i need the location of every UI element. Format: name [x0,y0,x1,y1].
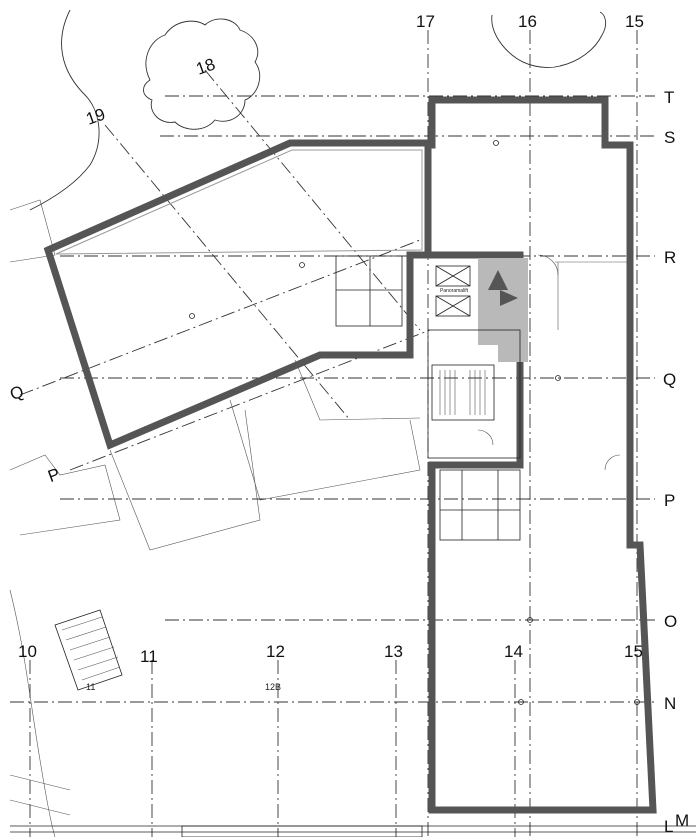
grid-label-S: S [664,128,675,147]
curved-path-left [29,9,100,211]
grid-label-N: N [664,694,676,713]
grid-label-19: 19 [84,104,108,128]
landscape [9,9,607,837]
door-swing-1 [537,254,559,276]
grid-label-18: 18 [194,54,218,78]
west-wing-wall [43,139,432,450]
grid-label-12: 12 [266,642,285,661]
elevator-2 [435,295,471,317]
core-shade [478,258,528,362]
grid-label-Q-diagonal: Q [7,382,26,404]
elevator-label: Panoramalift [440,288,469,294]
tree-canopy-18 [143,18,261,130]
grid-label-M: M [675,811,689,830]
elevator-1 [435,265,471,287]
site-edge-left [9,199,56,263]
grid-label-16: 16 [518,12,537,31]
stairwell [431,364,495,421]
grid-label-14: 14 [504,642,523,661]
core-rooms: Panoramalift [335,254,630,541]
grid-label-P-diagonal: P [45,464,62,486]
arrow-up-icon [488,270,508,290]
building-walls [43,96,657,814]
grid-labels: 17 16 15 T S R Q P O N L M 10 11 12 13 1… [7,12,689,836]
south-boundary [9,774,696,837]
toilet-block-north [335,255,403,327]
arrow-right-icon [500,290,518,306]
columns [189,140,640,705]
site-edge-lower-left [9,454,121,536]
grid-label-L: L [664,817,673,836]
grid-label-13: 13 [384,642,403,661]
grid-label-Q: Q [663,370,676,389]
terrace-outline-2 [229,399,421,501]
grid-label-15-top: 15 [625,12,644,31]
grid-label-17: 17 [416,12,435,31]
toilet-block-south [439,469,521,541]
stair-number: 11 [86,682,95,692]
plot-number: 12B [265,682,281,692]
curved-path-lower [9,589,56,837]
terrace-outline [109,409,261,551]
grid-label-10: 10 [18,642,37,661]
grid-label-T: T [664,88,674,107]
corridor [427,329,521,459]
door-swing-2 [477,429,494,446]
grid-label-11: 11 [140,647,158,666]
grid-label-R: R [664,248,676,267]
west-wing-wall-inner [55,149,423,255]
grid-label-P: P [664,491,675,510]
terrace-outline-3 [294,359,421,421]
external-stair: 11 [54,609,123,692]
grid-label-O: O [664,612,677,631]
door-swing-3 [604,454,621,471]
stair-treads [439,370,486,415]
grid-label-15-bottom: 15 [624,642,643,661]
tree-canopy-16 [491,11,607,68]
